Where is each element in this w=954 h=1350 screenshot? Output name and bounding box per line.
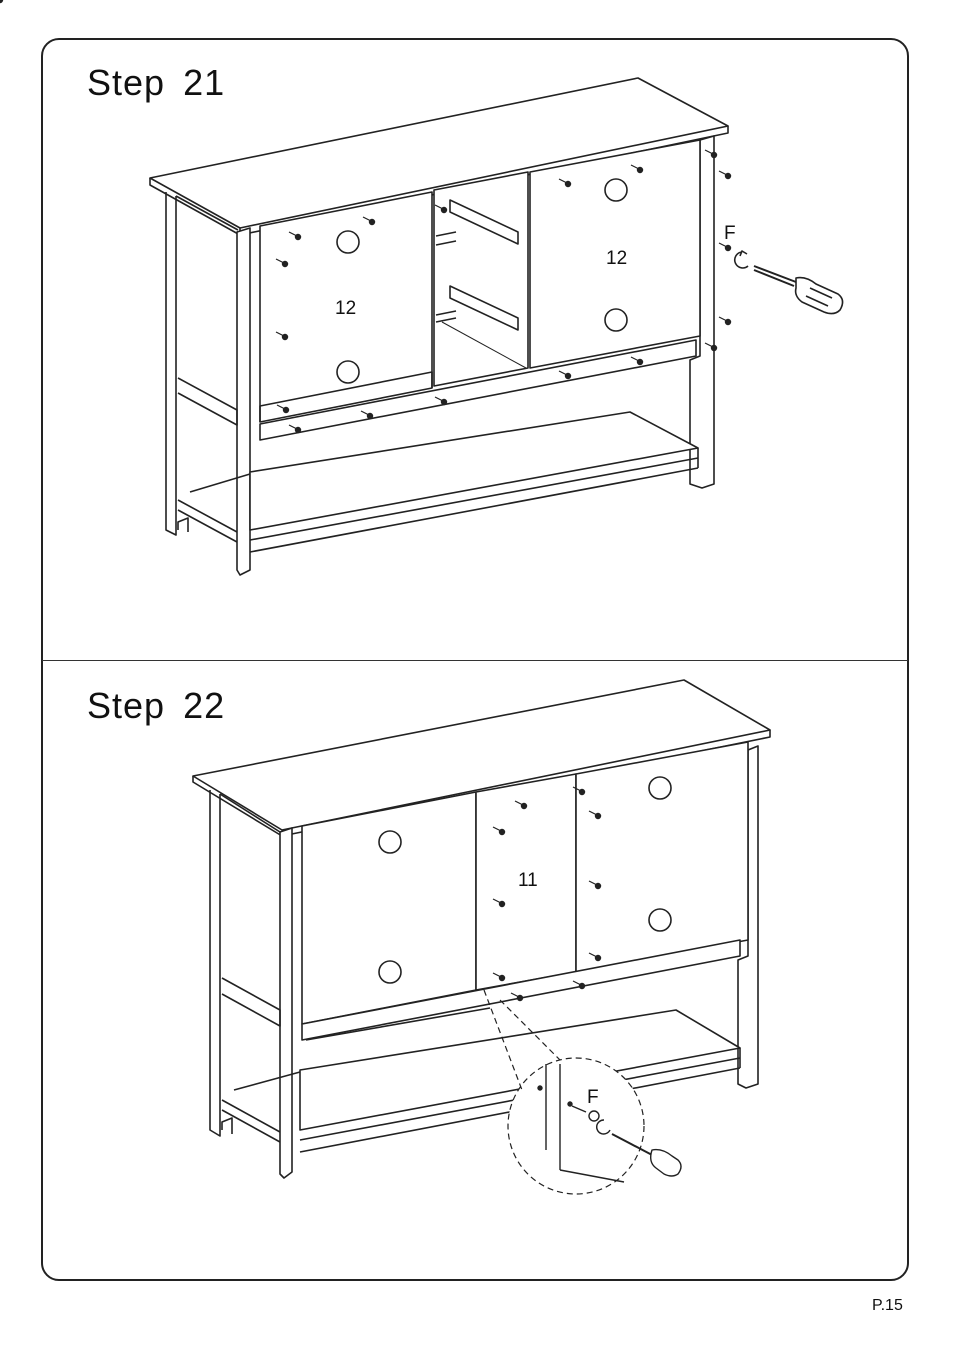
hardware-f-label: F	[724, 223, 736, 245]
screwdriver-icon	[735, 251, 843, 314]
panel-12-left-label: 12	[335, 298, 356, 320]
back-panel-left	[302, 792, 476, 1024]
hardware-f-label: F	[587, 1087, 599, 1109]
step-22-drawing	[0, 660, 954, 1260]
step-21-drawing	[0, 0, 954, 660]
screw-icons	[0, 0, 3, 3]
cabinet-left-side	[210, 790, 292, 1178]
page-number: P.15	[872, 1297, 903, 1315]
panel-12-right-label: 12	[606, 248, 627, 270]
cabinet-left-side	[166, 192, 250, 575]
panel-11-label: 11	[518, 870, 538, 892]
cabinet-interior	[434, 172, 528, 386]
back-panel-right	[576, 742, 748, 972]
